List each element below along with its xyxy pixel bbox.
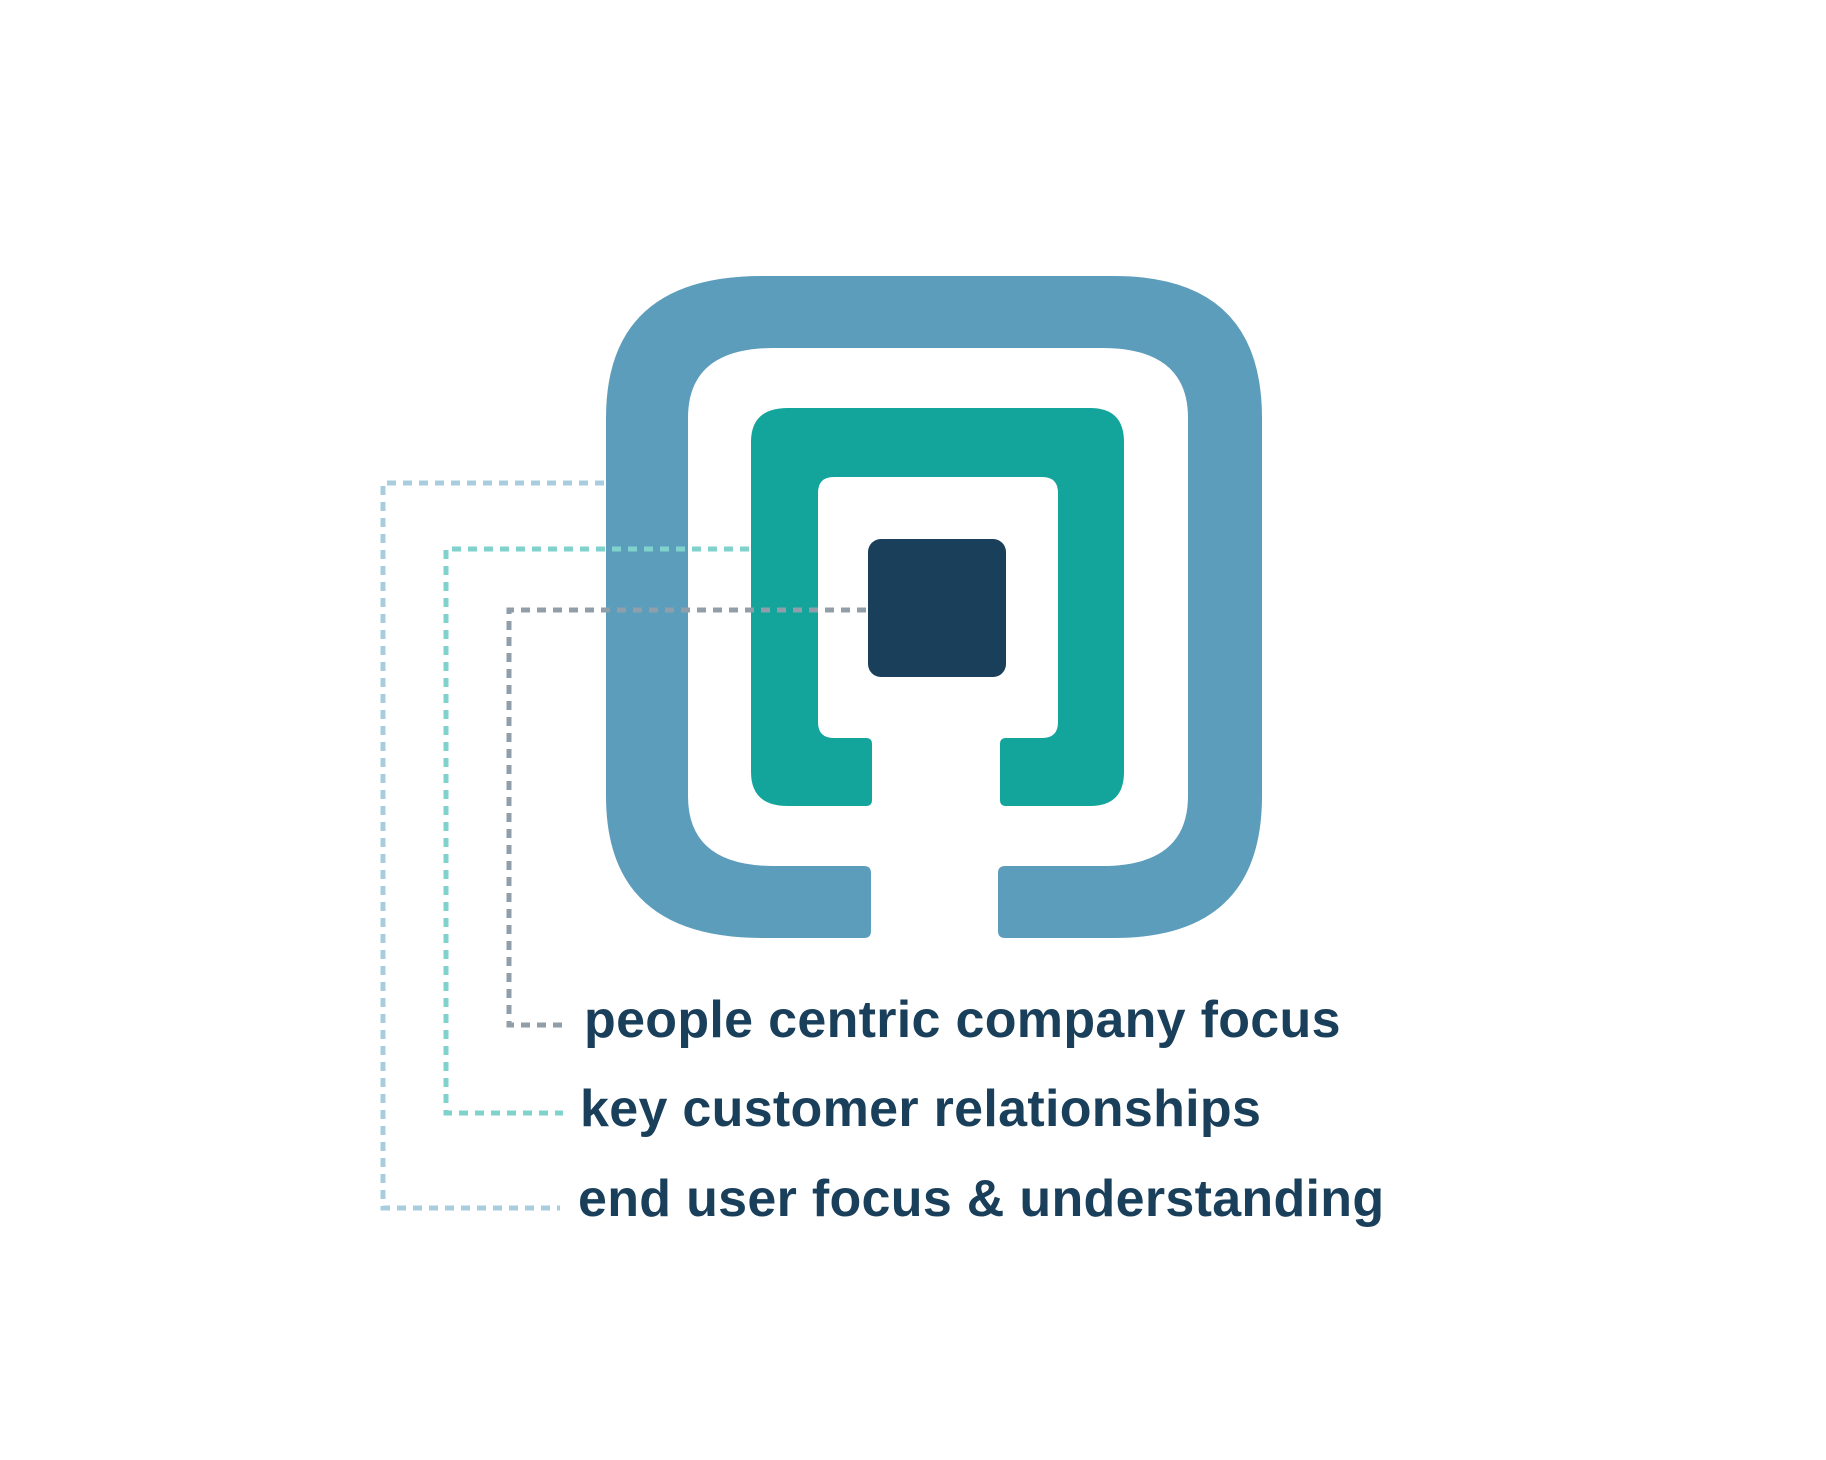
connector-inner xyxy=(506,607,866,1028)
connector-middle xyxy=(443,546,749,1116)
inner-square-shape xyxy=(868,539,1006,677)
outer-frame-shape xyxy=(606,276,1262,938)
connector-outer xyxy=(380,480,604,1211)
middle-frame-shape xyxy=(751,408,1124,806)
label-end-user-focus-understanding: end user focus & understanding xyxy=(578,1170,1385,1228)
label-key-customer-relationships: key customer relationships xyxy=(580,1080,1262,1138)
label-people-centric-company-focus: people centric company focus xyxy=(584,991,1341,1049)
